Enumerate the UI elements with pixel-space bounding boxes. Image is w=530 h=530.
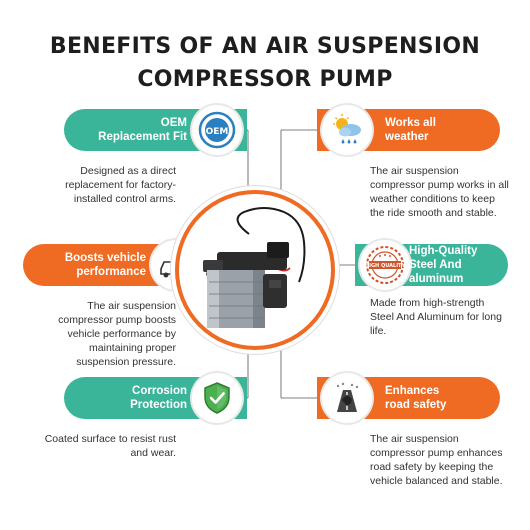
- benefit-road-safety-label: Enhances road safety: [385, 385, 447, 411]
- benefit-oem-pill: OEM Replacement Fit OEM: [64, 105, 247, 155]
- benefit-quality-label: High-Quality Steel And aluminum: [409, 245, 478, 285]
- benefit-performance-description: The air suspension compressor pump boost…: [58, 300, 176, 368]
- benefit-weather-label: Works all weather: [385, 117, 436, 143]
- benefit-performance-label: Boosts vehicle performance: [64, 252, 146, 278]
- benefit-quality-description: Made from high-strength Steel And Alumin…: [370, 297, 502, 337]
- oem-badge-icon: OEM: [192, 105, 242, 155]
- benefit-corrosion-label: Corrosion Protection: [130, 385, 187, 411]
- high-quality-stamp-icon: HIGH QUALITY: [360, 240, 410, 290]
- weather-icon: [322, 105, 372, 155]
- benefit-oem-description: Designed as a direct replacement for fac…: [65, 165, 176, 205]
- benefit-corrosion-description: Coated surface to resist rust and wear.: [44, 433, 176, 459]
- page-title: BENEFITS OF AN AIR SUSPENSION COMPRESSOR…: [0, 30, 530, 96]
- benefit-road-safety-pill: Enhances road safety: [317, 373, 500, 423]
- benefit-weather-pill: Works all weather: [317, 105, 500, 155]
- shield-check-icon: [192, 373, 242, 423]
- benefit-weather-description: The air suspension compressor pump works…: [370, 165, 509, 219]
- benefit-corrosion-pill: Corrosion Protection: [64, 373, 247, 423]
- road-safety-icon: [322, 373, 372, 423]
- title-line-2: COMPRESSOR PUMP: [137, 67, 393, 92]
- benefit-road-safety-description: The air suspension compressor pump enhan…: [370, 433, 503, 487]
- svg-text:HIGH QUALITY: HIGH QUALITY: [365, 263, 406, 269]
- benefit-oem-label: OEM Replacement Fit: [98, 117, 187, 143]
- compressor-pump-image: [175, 190, 335, 350]
- title-line-1: BENEFITS OF AN AIR SUSPENSION: [49, 34, 481, 59]
- benefit-quality-pill: HIGH QUALITY High-Quality Steel And alum…: [355, 240, 508, 290]
- svg-text:OEM: OEM: [206, 127, 229, 137]
